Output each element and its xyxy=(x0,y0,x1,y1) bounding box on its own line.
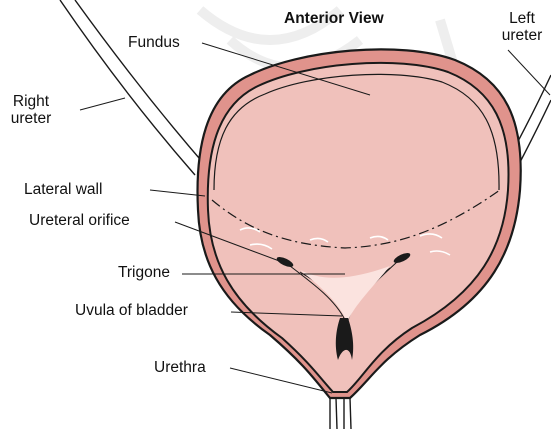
label-ureteral-orifice: Ureteral orifice xyxy=(29,212,130,229)
label-right-ureter: Right ureter xyxy=(4,93,58,127)
label-urethra: Urethra xyxy=(154,359,206,376)
label-right-ureter-line1: Right xyxy=(4,93,58,110)
diagram-title: Anterior View xyxy=(284,10,384,27)
label-fundus: Fundus xyxy=(128,34,180,51)
label-left-ureter: Left ureter xyxy=(497,10,547,44)
label-left-ureter-line2: ureter xyxy=(497,27,547,44)
urethra xyxy=(330,398,351,429)
right-ureter xyxy=(60,0,205,175)
label-lateral-wall: Lateral wall xyxy=(24,181,102,198)
label-left-ureter-line1: Left xyxy=(497,10,547,27)
label-right-ureter-line2: ureter xyxy=(4,110,58,127)
label-uvula: Uvula of bladder xyxy=(75,302,188,319)
label-trigone: Trigone xyxy=(118,264,170,281)
